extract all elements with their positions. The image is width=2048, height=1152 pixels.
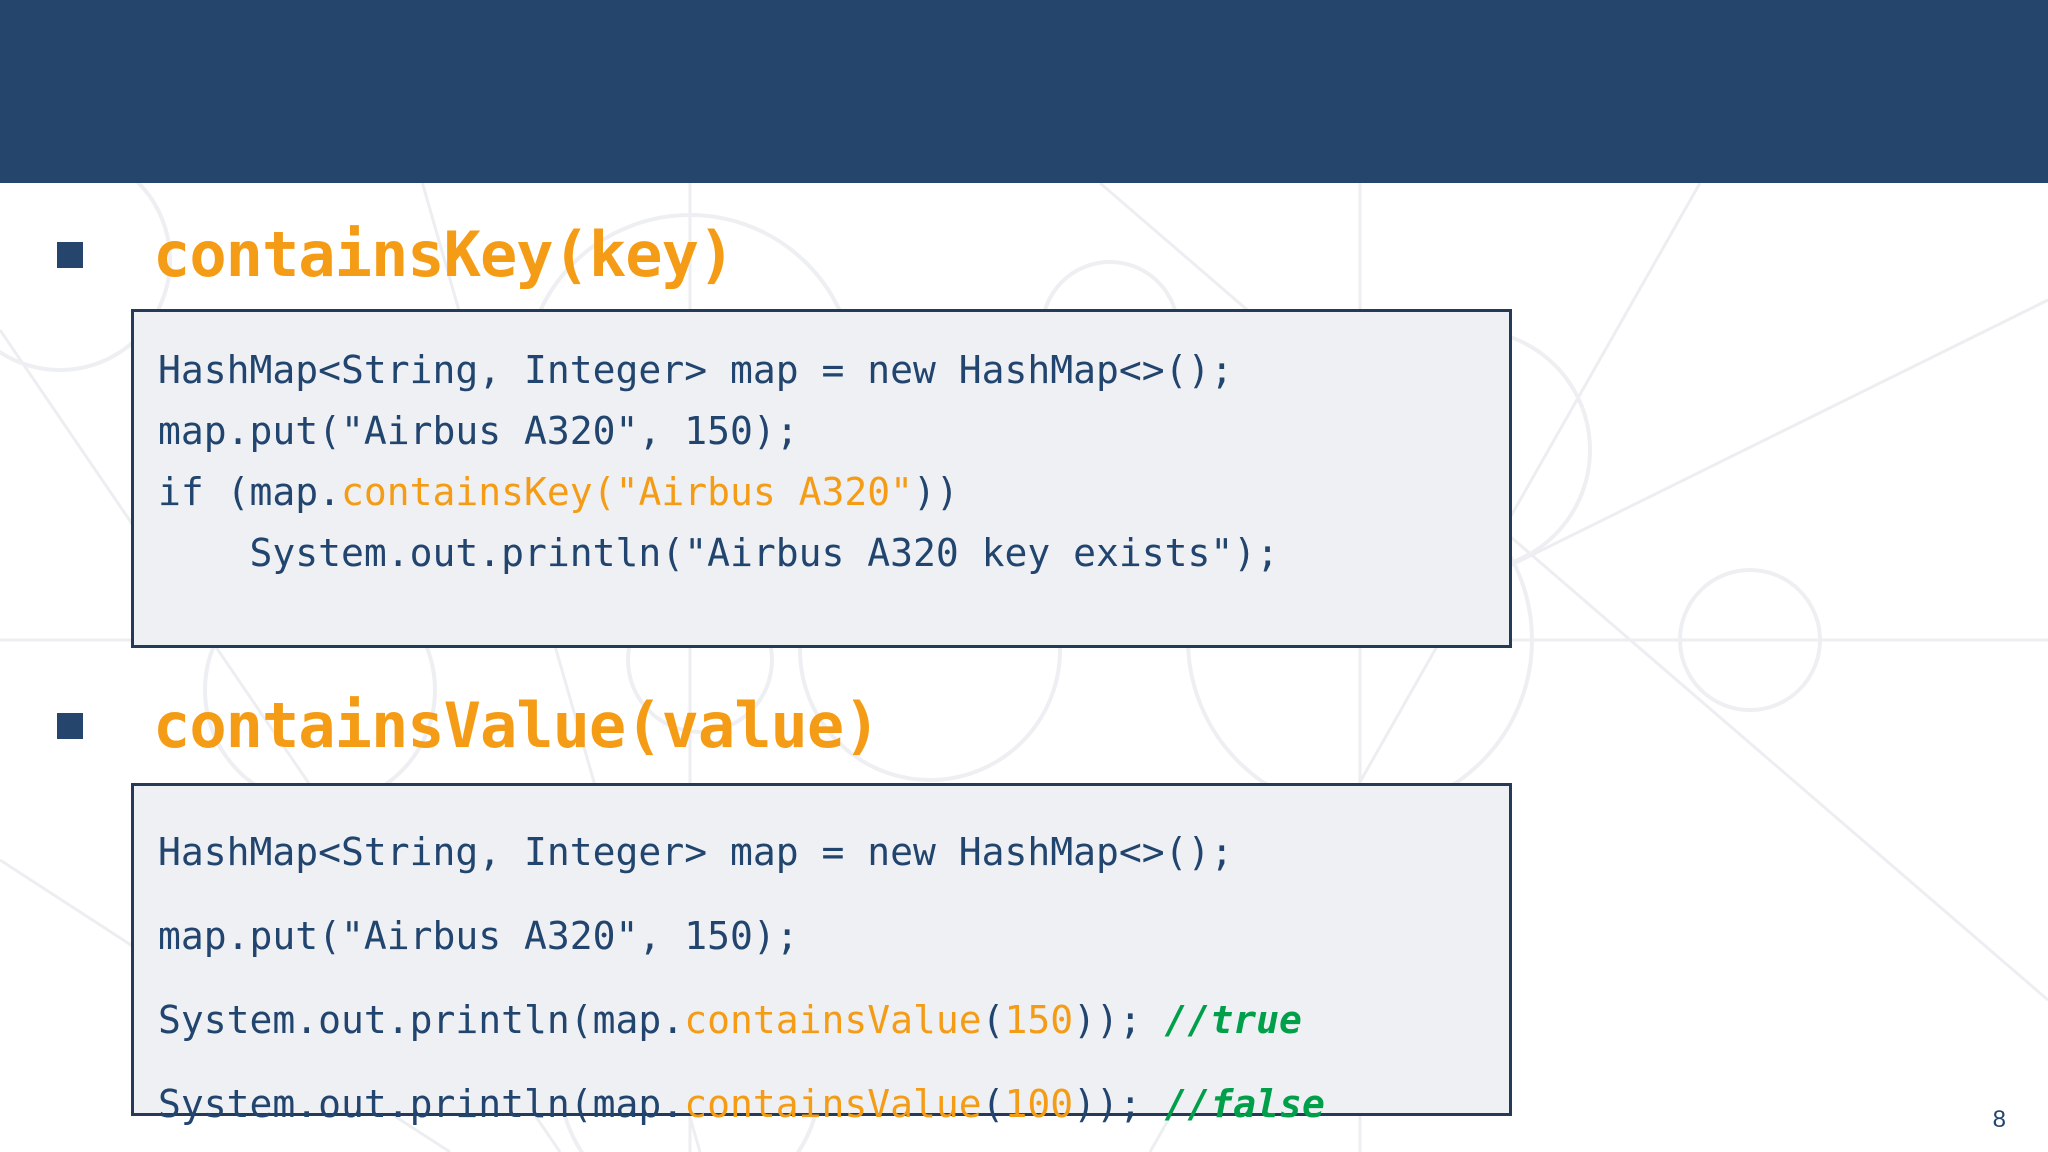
code-token-plain: HashMap<String, Integer> map = new HashM… <box>158 348 1234 392</box>
code-token-plain: HashMap<String, Integer> map = new HashM… <box>158 830 1234 874</box>
bullet-label: containsValue(value) <box>153 689 881 762</box>
code-token-plain: System.out.println(map. <box>158 1082 685 1126</box>
code-line: HashMap<String, Integer> map = new HashM… <box>158 340 1509 401</box>
code-line: System.out.println("Airbus A320 key exis… <box>158 523 1509 584</box>
code-token-plain: map.put("Airbus A320", 150); <box>158 409 799 453</box>
code-token-method: containsValue <box>684 998 982 1042</box>
bullet-item-contains-value: containsValue(value) <box>57 689 881 762</box>
code-token-plain: ( <box>981 1082 1005 1126</box>
code-token-plain: ( <box>981 998 1005 1042</box>
bullet-square-icon <box>57 241 83 268</box>
code-token-comment: //true <box>1164 998 1302 1042</box>
code-token-method: 100 <box>1004 1082 1074 1126</box>
code-token-plain: System.out.println("Airbus A320 key exis… <box>158 531 1280 575</box>
code-token-plain: )) <box>912 470 959 514</box>
bullet-square-icon <box>57 712 83 739</box>
code-token-plain: System.out.println(map. <box>158 998 685 1042</box>
code-token-plain: )); <box>1073 998 1165 1042</box>
code-token-method: containsKey("Airbus A320" <box>341 470 913 514</box>
bullet-label: containsKey(key) <box>153 218 735 291</box>
code-block-contains-value: HashMap<String, Integer> map = new HashM… <box>131 783 1512 1126</box>
code-token-plain: map.put("Airbus A320", 150); <box>158 914 799 958</box>
code-token-plain: if (map. <box>158 470 342 514</box>
code-line: System.out.println(map.containsValue(150… <box>158 978 1509 1062</box>
slide-content: containsKey(key) HashMap<String, Integer… <box>0 183 2048 1152</box>
code-line: if (map.containsKey("Airbus A320")) <box>158 462 1509 523</box>
code-token-comment: //false <box>1164 1082 1325 1126</box>
slide-number: 8 <box>1992 1106 2006 1133</box>
code-token-method: 150 <box>1004 998 1074 1042</box>
code-line: HashMap<String, Integer> map = new HashM… <box>158 810 1509 894</box>
code-token-plain: )); <box>1073 1082 1165 1126</box>
code-line: map.put("Airbus A320", 150); <box>158 894 1509 978</box>
code-block-contains-key: HashMap<String, Integer> map = new HashM… <box>131 309 1512 648</box>
code-token-method: containsValue <box>684 1082 982 1126</box>
bullet-item-contains-key: containsKey(key) <box>57 218 735 291</box>
code-line: System.out.println(map.containsValue(100… <box>158 1062 1509 1146</box>
code-line: map.put("Airbus A320", 150); <box>158 401 1509 462</box>
slide-header-bar <box>0 0 2048 183</box>
